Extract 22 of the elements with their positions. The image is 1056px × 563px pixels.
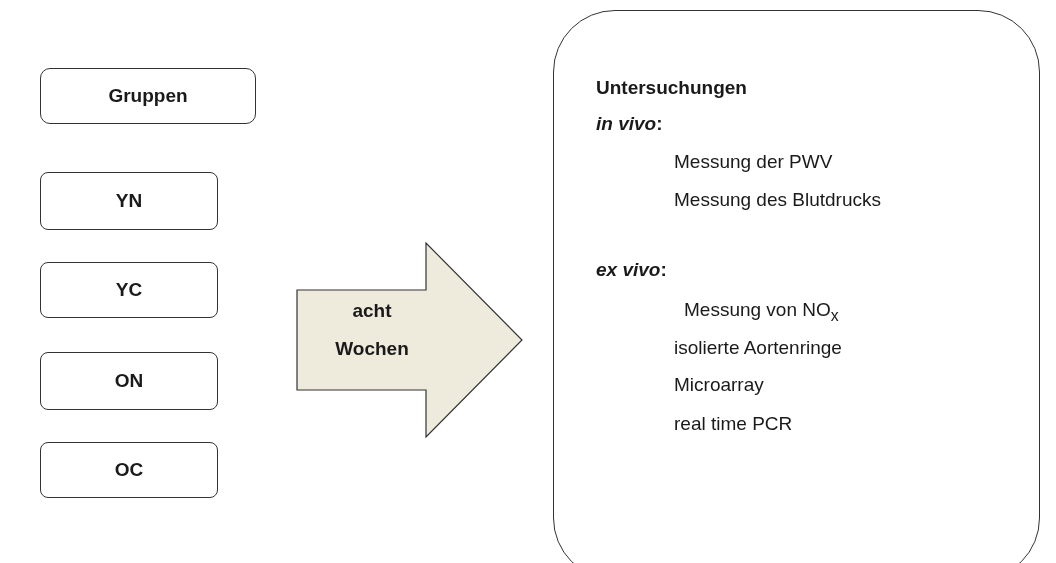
group-label: OC (114, 459, 144, 481)
panel-heading: Untersuchungen (596, 77, 747, 99)
examinations-panel (553, 10, 1040, 563)
list-item: real time PCR (674, 413, 793, 435)
list-item: Messung von NO$_{x}$ (684, 299, 839, 325)
group-label: ON (114, 370, 144, 392)
header-label: Gruppen (108, 85, 188, 107)
header-box (40, 68, 256, 124)
group-box (40, 352, 218, 410)
list-item: Messung des Blutdrucks (674, 189, 881, 211)
group-label: YN (115, 190, 143, 212)
group-box (40, 172, 218, 230)
section-heading: ex vivo: (596, 259, 667, 281)
block-arrow (296, 242, 524, 438)
list-item: Messung der PWV (674, 151, 833, 173)
list-item: isolierte Aortenringe (674, 337, 842, 359)
group-box (40, 442, 218, 498)
section-heading: in vivo: (596, 113, 663, 135)
duration-label: acht Wochen (334, 299, 410, 361)
group-box (40, 262, 218, 318)
list-item: Microarray (674, 374, 764, 396)
group-label: YC (115, 279, 143, 301)
